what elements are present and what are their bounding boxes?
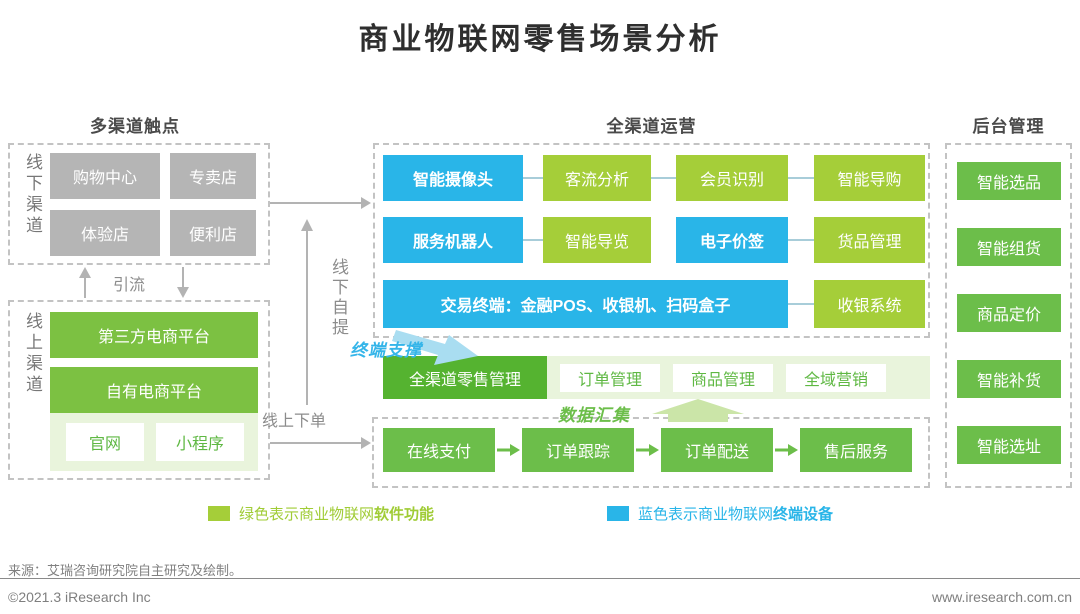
legend-blue-swatch bbox=[607, 506, 629, 521]
omni-box-after-sales-service[interactable]: 售后服务 bbox=[800, 428, 912, 472]
offline-pickup-label: 线下自提 bbox=[329, 258, 348, 338]
section-header-touchpoints: 多渠道触点 bbox=[90, 117, 180, 136]
backend-box-product-pricing[interactable]: 商品定价 bbox=[957, 294, 1061, 332]
omni-box-goods-management[interactable]: 货品管理 bbox=[814, 217, 925, 263]
legend-blue-text: 蓝色表示商业物联网终端设备 bbox=[638, 506, 834, 523]
offline-box-experience-store[interactable]: 体验店 bbox=[50, 210, 160, 256]
section-header-omni: 全渠道运营 bbox=[606, 117, 697, 136]
page-title: 商业物联网零售场景分析 bbox=[358, 23, 722, 56]
source-note: 来源：艾瑞咨询研究院自主研究及绘制。 bbox=[8, 563, 243, 578]
website-link[interactable]: www.iresearch.com.cn bbox=[931, 589, 1072, 605]
omni-box-smart-camera[interactable]: 智能摄像头 bbox=[383, 155, 523, 201]
legend-green-swatch bbox=[208, 506, 230, 521]
offline-box-specialty-store[interactable]: 专卖店 bbox=[170, 153, 256, 199]
online-box-official-site[interactable]: 官网 bbox=[66, 423, 144, 461]
online-channel-side-label: 线上渠道 bbox=[23, 312, 42, 396]
terminal-support-label: 终端支撑 bbox=[350, 341, 422, 360]
omni-box-omnichannel-retail-mgmt[interactable]: 全渠道零售管理 bbox=[383, 356, 547, 399]
online-box-own-ecommerce[interactable]: 自有电商平台 bbox=[50, 367, 258, 413]
legend-green: 绿色表示商业物联网软件功能 bbox=[208, 503, 434, 524]
omni-box-smart-tour[interactable]: 智能导览 bbox=[543, 217, 651, 263]
omni-box-online-payment[interactable]: 在线支付 bbox=[383, 428, 495, 472]
online-box-third-party-ecommerce[interactable]: 第三方电商平台 bbox=[50, 312, 258, 358]
omni-box-product-management[interactable]: 商品管理 bbox=[673, 364, 773, 392]
backend-box-smart-site-selection[interactable]: 智能选址 bbox=[957, 426, 1061, 464]
omni-box-traffic-analysis[interactable]: 客流分析 bbox=[543, 155, 651, 201]
omni-box-member-recognition[interactable]: 会员识别 bbox=[676, 155, 788, 201]
omni-box-service-robot[interactable]: 服务机器人 bbox=[383, 217, 523, 263]
omni-box-order-management[interactable]: 订单管理 bbox=[560, 364, 660, 392]
backend-box-smart-assortment[interactable]: 智能组货 bbox=[957, 228, 1061, 266]
omni-box-cashier-system[interactable]: 收银系统 bbox=[814, 280, 925, 328]
offline-box-shopping-mall[interactable]: 购物中心 bbox=[50, 153, 160, 199]
omni-box-transaction-terminal[interactable]: 交易终端：金融POS、收银机、扫码盒子 bbox=[383, 280, 788, 328]
offline-channel-side-label: 线下渠道 bbox=[23, 153, 42, 237]
copyright-text: ©2021.3 iResearch Inc bbox=[8, 589, 151, 605]
omni-box-global-marketing[interactable]: 全域营销 bbox=[786, 364, 886, 392]
online-box-mini-program[interactable]: 小程序 bbox=[156, 423, 244, 461]
omni-box-smart-guide-shopping[interactable]: 智能导购 bbox=[814, 155, 925, 201]
data-collection-label: 数据汇集 bbox=[558, 406, 630, 425]
section-header-backend: 后台管理 bbox=[972, 117, 1045, 136]
footer-divider bbox=[0, 578, 1080, 579]
backend-box-smart-replenishment[interactable]: 智能补货 bbox=[957, 360, 1061, 398]
offline-box-convenience-store[interactable]: 便利店 bbox=[170, 210, 256, 256]
omni-box-electronic-price-tag[interactable]: 电子价签 bbox=[676, 217, 788, 263]
legend-green-text: 绿色表示商业物联网软件功能 bbox=[239, 506, 435, 523]
omni-box-order-tracking[interactable]: 订单跟踪 bbox=[522, 428, 634, 472]
traffic-flow-label: 引流 bbox=[113, 277, 146, 294]
backend-box-smart-selection[interactable]: 智能选品 bbox=[957, 162, 1061, 200]
omni-box-order-delivery[interactable]: 订单配送 bbox=[661, 428, 773, 472]
legend-blue: 蓝色表示商业物联网终端设备 bbox=[607, 503, 833, 524]
online-order-label: 线上下单 bbox=[262, 413, 327, 430]
